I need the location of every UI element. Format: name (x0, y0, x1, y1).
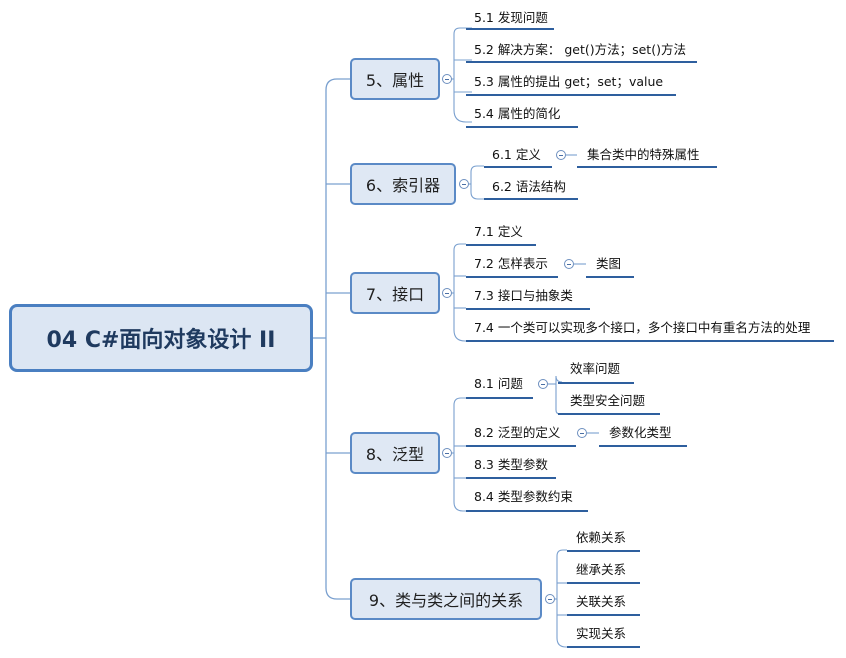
collapse-icon[interactable] (577, 428, 587, 438)
node-5-4[interactable]: 5.4 属性的简化 (474, 106, 561, 121)
child-connector (453, 34, 472, 123)
node-6-1-1[interactable]: 集合类中的特殊属性 (587, 147, 700, 162)
collapse-icon[interactable] (442, 288, 452, 298)
node-9-4[interactable]: 实现关系 (576, 626, 627, 641)
child-connector (453, 405, 466, 512)
branch-connector (325, 78, 350, 91)
child-connector (453, 397, 466, 406)
node-8-1-2[interactable]: 类型安全问题 (570, 393, 646, 408)
node-9-2[interactable]: 继承关系 (576, 562, 627, 577)
child-connector (556, 549, 567, 557)
root-topic[interactable]: 04 C#面向对象设计 II (9, 304, 313, 372)
trunk-connector (325, 90, 350, 600)
node-8-2-1[interactable]: 参数化类型 (609, 425, 672, 440)
child-connector (470, 165, 484, 173)
node-7-3[interactable]: 7.3 接口与抽象类 (474, 288, 573, 303)
branch-class-relations[interactable]: 9、类与类之间的关系 (350, 578, 542, 620)
branch-properties[interactable]: 5、属性 (350, 58, 440, 100)
branch-interface[interactable]: 7、接口 (350, 272, 440, 314)
child-connector (556, 556, 567, 648)
node-8-1-1[interactable]: 效率问题 (570, 361, 621, 376)
node-8-4[interactable]: 8.4 类型参数约束 (474, 489, 573, 504)
branch-indexer[interactable]: 6、索引器 (350, 163, 456, 205)
node-7-2[interactable]: 7.2 怎样表示 (474, 256, 548, 271)
child-connector (470, 172, 484, 200)
child-connector (453, 243, 466, 251)
node-7-4[interactable]: 7.4 一个类可以实现多个接口，多个接口中有重名方法的处理 (474, 320, 811, 335)
child-connector (453, 250, 466, 342)
node-5-2[interactable]: 5.2 解决方案： get()方法；set()方法 (474, 42, 686, 57)
node-9-3[interactable]: 关联关系 (576, 594, 627, 609)
node-8-2[interactable]: 8.2 泛型的定义 (474, 425, 561, 440)
collapse-icon[interactable] (442, 74, 452, 84)
node-6-1[interactable]: 6.1 定义 (492, 147, 541, 162)
collapse-icon[interactable] (538, 379, 548, 389)
child-connector (453, 27, 472, 35)
child-connector (555, 384, 562, 415)
node-6-2[interactable]: 6.2 语法结构 (492, 179, 566, 194)
node-8-3[interactable]: 8.3 类型参数 (474, 457, 548, 472)
collapse-icon[interactable] (459, 179, 469, 189)
node-8-1[interactable]: 8.1 问题 (474, 376, 523, 391)
node-5-3[interactable]: 5.3 属性的提出 get；set；value (474, 74, 664, 89)
node-7-1[interactable]: 7.1 定义 (474, 224, 523, 239)
node-5-1[interactable]: 5.1 发现问题 (474, 10, 548, 25)
node-9-1[interactable]: 依赖关系 (576, 530, 627, 545)
branch-generics[interactable]: 8、泛型 (350, 432, 440, 474)
node-7-2-1[interactable]: 类图 (596, 256, 622, 271)
collapse-icon[interactable] (556, 150, 566, 160)
collapse-icon[interactable] (545, 594, 555, 604)
collapse-icon[interactable] (442, 448, 452, 458)
collapse-icon[interactable] (564, 259, 574, 269)
child-connector (555, 375, 563, 384)
